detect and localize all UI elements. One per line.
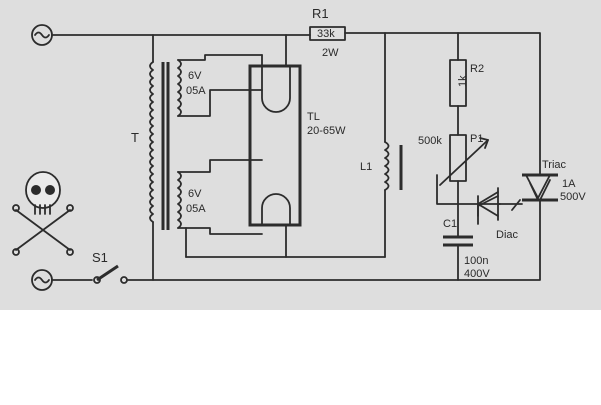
blank-area — [0, 310, 601, 405]
heater-top-current: 05A — [186, 85, 206, 97]
r2-name-label: R2 — [470, 63, 484, 75]
diac-label: Diac — [496, 229, 519, 241]
switch-label: S1 — [92, 250, 108, 265]
choke-l1-coil — [384, 141, 390, 191]
top-rail-wire — [51, 32, 541, 176]
triac — [511, 173, 558, 211]
switch-s1 — [93, 264, 128, 284]
circuit-diagram: R1 33k 2W T 6V 05A 6V 05A TL 20-65W L1 R… — [12, 6, 586, 291]
diac — [477, 187, 499, 225]
ac-source-top-icon — [31, 24, 53, 46]
bottom-rail-wire — [51, 199, 541, 281]
heater-bottom-current: 05A — [186, 203, 206, 215]
ac-source-bottom-icon — [31, 269, 53, 291]
tube-power-label: 20-65W — [307, 125, 346, 137]
transformer-core — [161, 62, 170, 230]
r1-name-label: R1 — [312, 6, 329, 21]
fluorescent-tube — [248, 54, 302, 227]
secondary-coil-top — [177, 59, 182, 117]
tube-name-label: TL — [307, 111, 320, 123]
triac-current-label: 1A — [562, 178, 576, 190]
c1-name-label: C1 — [443, 218, 457, 230]
heater-top-voltage: 6V — [188, 70, 202, 82]
c1-voltage-label: 400V — [464, 268, 490, 280]
skull-and-crossbones-icon — [12, 171, 74, 256]
c1-value-label: 100n — [464, 255, 488, 267]
p1-name-label: P1 — [470, 133, 483, 145]
r1-value-label: 33k — [317, 28, 335, 40]
triac-voltage-label: 500V — [560, 191, 586, 203]
p1-value-label: 500k — [418, 135, 442, 147]
transformer-label: T — [131, 130, 139, 145]
r1-power-label: 2W — [322, 47, 339, 59]
transformer-primary-coil — [149, 61, 154, 223]
capacitor-c1 — [443, 235, 473, 247]
resistor-r1 — [309, 26, 346, 41]
schematic-sheet: R1 33k 2W T 6V 05A 6V 05A TL 20-65W L1 R… — [0, 0, 601, 310]
heater-bottom-voltage: 6V — [188, 188, 202, 200]
r2-value-label: 1k — [457, 75, 469, 87]
secondary-coil-bottom — [177, 171, 182, 229]
choke-label: L1 — [360, 161, 372, 173]
triac-name-label: Triac — [542, 159, 567, 171]
